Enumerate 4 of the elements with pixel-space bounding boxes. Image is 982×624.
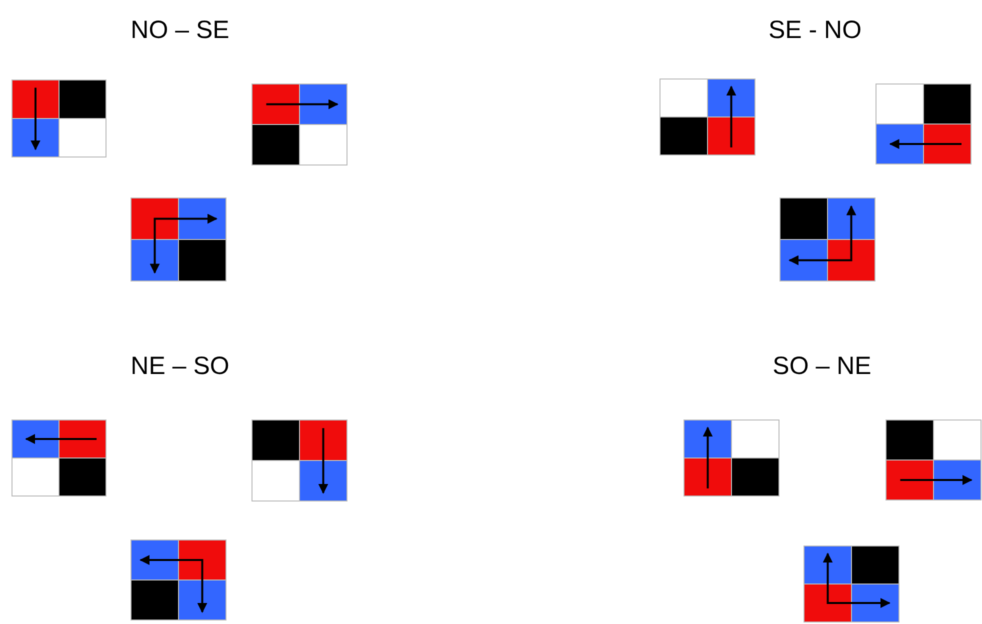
group-heading: SO – NE	[772, 352, 872, 381]
group-heading: SE - NO	[768, 16, 862, 45]
group-heading: NE – SO	[130, 352, 230, 381]
group-heading: NO – SE	[130, 16, 230, 45]
